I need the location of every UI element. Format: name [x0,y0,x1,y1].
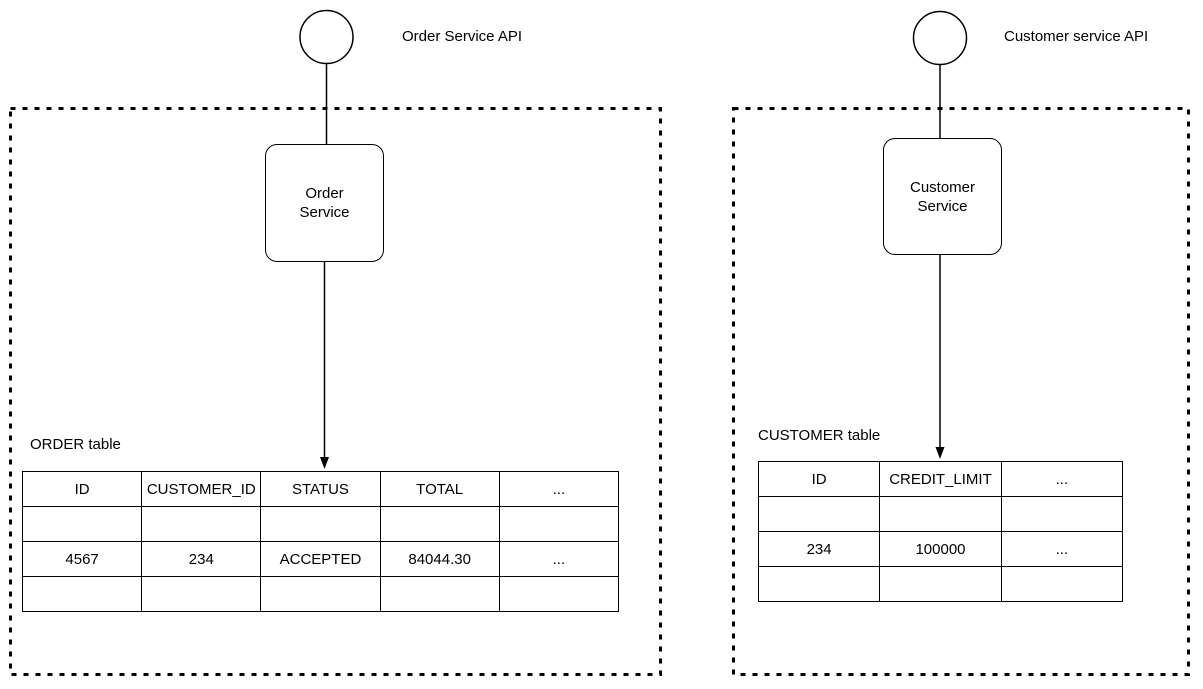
table-cell: 4567 [21,541,143,577]
table-cell [379,576,500,612]
column-header: TOTAL [379,471,500,507]
table-cell [498,576,620,612]
order-service-name-line1: Order [305,185,344,202]
table-cell: ACCEPTED [260,541,381,577]
table-cell: ... [1000,531,1124,567]
table-row: 4567 234 ACCEPTED 84044.30 ... [21,541,620,577]
order-arrowhead-icon [320,457,329,469]
column-header: CREDIT_LIMIT [879,461,1002,497]
customer-arrowhead-icon [935,447,945,459]
table-row [757,496,1124,532]
order-table-label: ORDER table [30,436,121,453]
column-header: ID [757,461,881,497]
customer-api-interface-icon [912,10,968,66]
column-header: ... [1000,461,1124,497]
order-api-interface-icon [299,9,354,65]
table-row: 234 100000 ... [757,531,1124,567]
table-row [21,576,620,612]
table-cell [1000,496,1124,532]
table-row [21,506,620,542]
table-row [757,566,1124,602]
table-cell: 100000 [879,531,1002,567]
table-cell [379,506,500,542]
table-cell [879,566,1002,602]
customer-table-header-row: ID CREDIT_LIMIT ... [757,461,1124,497]
table-cell [757,566,881,602]
table-cell: 234 [141,541,262,577]
table-cell [260,506,381,542]
table-cell: 234 [757,531,881,567]
table-cell [1000,566,1124,602]
customer-table-label: CUSTOMER table [758,427,881,444]
customer-table: ID CREDIT_LIMIT ... 234 100000 ... [757,461,1124,602]
table-cell [879,496,1002,532]
table-cell [260,576,381,612]
column-header: STATUS [260,471,381,507]
column-header: ID [21,471,143,507]
table-cell [757,496,881,532]
customer-service-name-line2: Service [917,197,968,215]
column-header: CUSTOMER_ID [141,471,262,507]
order-api-label: Order Service API [402,28,523,45]
table-cell [141,506,262,542]
order-service-name-line2: Service [299,204,350,221]
table-cell: 84044.30 [379,541,500,577]
table-cell [498,506,620,542]
order-table: ID CUSTOMER_ID STATUS TOTAL ... 4567 234… [21,471,620,612]
order-table-header-row: ID CUSTOMER_ID STATUS TOTAL ... [21,471,620,507]
table-cell: ... [498,541,620,577]
customer-service-name-line1: Customer [909,178,976,196]
table-cell [21,576,143,612]
table-cell [141,576,262,612]
customer-api-label: Customer service API [1004,28,1149,45]
table-cell [21,506,143,542]
order-service-node: Order Service [265,144,384,262]
customer-service-node: Customer Service [883,138,1002,255]
column-header: ... [498,471,620,507]
